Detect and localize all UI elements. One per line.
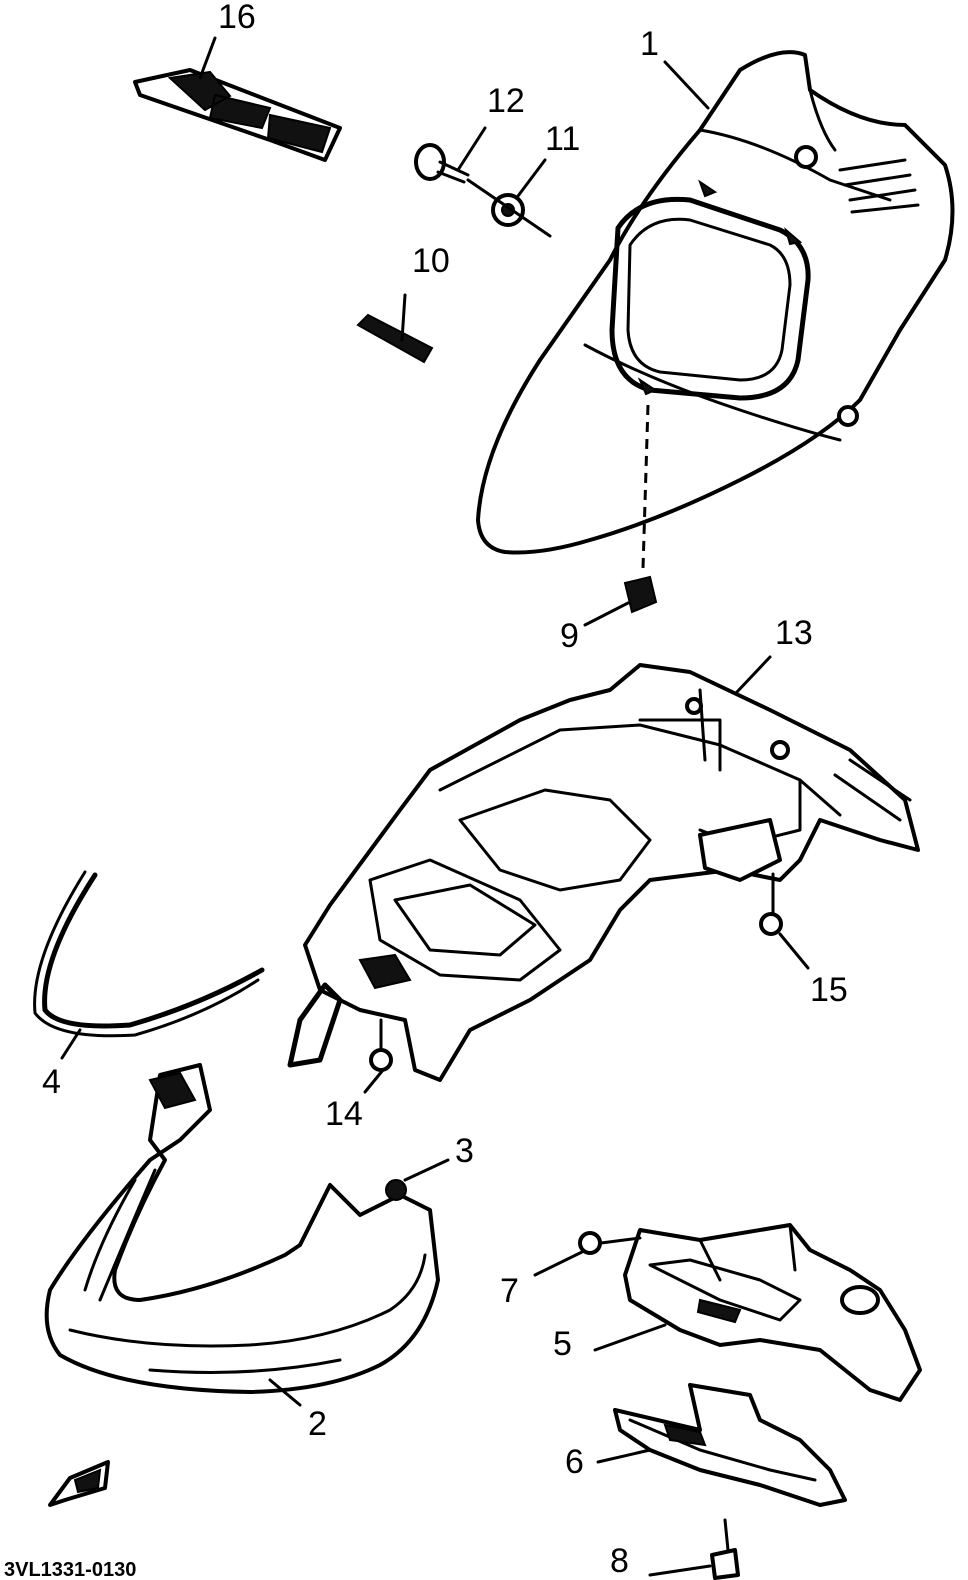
part-12-screw <box>414 126 487 184</box>
part-8-screw <box>648 1518 740 1580</box>
callout-5: 5 <box>553 1325 572 1363</box>
part-4-seal-strip <box>33 870 265 1060</box>
part-5-bracket <box>593 1223 922 1402</box>
callout-3: 3 <box>455 1132 474 1170</box>
part-1-front-cowl <box>476 50 955 569</box>
part-11-washer <box>466 158 552 238</box>
callout-7: 7 <box>500 1272 519 1310</box>
callout-6: 6 <box>565 1443 584 1481</box>
callout-11: 11 <box>545 120 580 158</box>
callout-8: 8 <box>610 1542 629 1580</box>
part-3-bolt <box>385 1158 450 1201</box>
part-14-bolt <box>363 1018 393 1094</box>
part-13-rear-cover <box>287 655 920 1082</box>
callout-12: 12 <box>487 82 525 120</box>
callout-4: 4 <box>42 1063 61 1101</box>
part-9-grommet <box>583 575 658 627</box>
callout-10: 10 <box>412 242 450 280</box>
part-6-plate <box>596 1383 847 1507</box>
part-16-emblem <box>133 36 342 162</box>
callout-2: 2 <box>308 1405 327 1443</box>
callout-14: 14 <box>325 1095 363 1133</box>
callout-16: 16 <box>218 0 256 36</box>
callout-13: 13 <box>775 614 813 652</box>
callout-9: 9 <box>560 617 579 655</box>
part-15-bolt <box>759 872 810 970</box>
front-direction-symbol <box>48 1460 110 1507</box>
diagram-code: 3VL1331-0130 <box>4 1559 136 1580</box>
part-10-pad <box>356 293 434 364</box>
callout-1: 1 <box>640 25 659 63</box>
part-2-lower-cowl <box>44 1063 440 1407</box>
part-7-bolt <box>533 1231 642 1277</box>
callout-15: 15 <box>810 971 848 1009</box>
